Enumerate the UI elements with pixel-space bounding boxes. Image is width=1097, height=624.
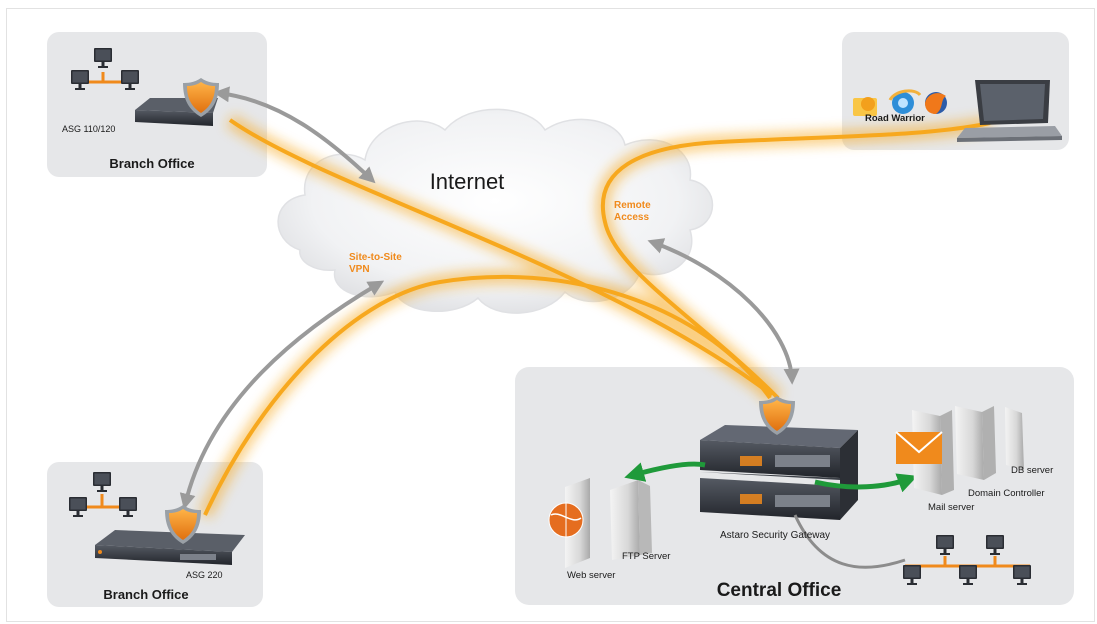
- gateway-label: Astaro Security Gateway: [720, 530, 830, 541]
- internet-label: Internet: [430, 169, 505, 194]
- mail-client-icon: [853, 97, 877, 116]
- link-branch-bottom-internet: [179, 280, 385, 510]
- lan-cable: [793, 514, 906, 569]
- asg-220-device-icon: [95, 530, 245, 565]
- branch-office-bottom-title: Branch Office: [103, 587, 188, 602]
- web-server-icon: [548, 478, 590, 568]
- link-branch-top-internet: [213, 86, 376, 184]
- branch-bottom-lan: [69, 472, 137, 517]
- central-office-title: Central Office: [717, 580, 842, 601]
- ftp-server-icon: [610, 480, 652, 560]
- remote-access-label-line1: Remote: [614, 200, 651, 211]
- site-to-site-label-line2: VPN: [349, 264, 370, 275]
- domain-controller-icon: [955, 406, 996, 480]
- laptop-icon: [957, 80, 1062, 142]
- link-central-internet: [647, 238, 800, 385]
- green-arrow-to-ftp: [624, 461, 706, 482]
- mail-server-icon: [895, 410, 954, 495]
- firefox-icon: [925, 92, 947, 114]
- mail-server-label: Mail server: [928, 502, 974, 513]
- branch-top-lan: [71, 48, 139, 90]
- domain-controller-label: Domain Controller: [968, 488, 1045, 499]
- db-server-label: DB server: [1011, 465, 1053, 476]
- web-server-label: Web server: [567, 570, 615, 581]
- remote-access-label-line2: Access: [614, 212, 649, 223]
- mail-envelope-icon: [896, 432, 942, 464]
- astaro-security-gateway-icon: [700, 425, 858, 520]
- branch-office-top-title: Branch Office: [109, 156, 194, 171]
- road-warrior-label: Road Warrior: [865, 113, 925, 124]
- asg-110-label: ASG 110/120: [62, 124, 115, 134]
- ftp-server-label: FTP Server: [622, 551, 670, 562]
- central-lan: [903, 535, 1031, 585]
- internet-explorer-icon: [888, 89, 922, 114]
- site-to-site-label-line1: Site-to-Site: [349, 252, 402, 263]
- db-server-icon: [1005, 407, 1024, 470]
- asg-220-label: ASG 220: [186, 570, 223, 580]
- green-arrow-to-servers: [814, 473, 918, 493]
